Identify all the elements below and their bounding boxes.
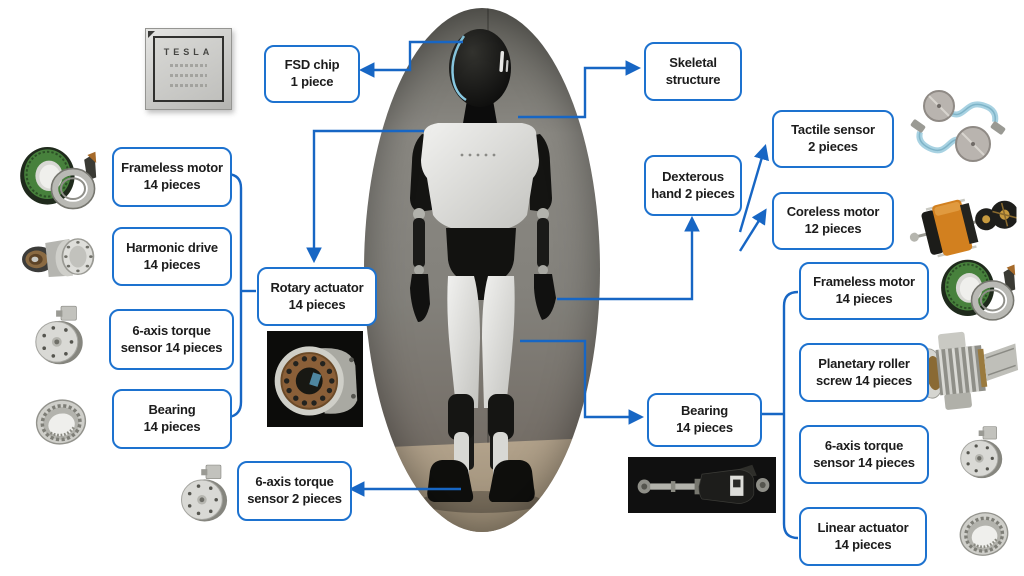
- label-text: Frameless motor 14 pieces: [121, 160, 223, 192]
- chip-inner-frame: TESLA: [153, 36, 224, 102]
- label-box-skeletal-structure: Skeletal structure: [644, 42, 742, 101]
- label-box-coreless-motor: Coreless motor 12 pieces: [772, 192, 894, 250]
- six-axis-torque-sensor-image-left: [24, 302, 98, 372]
- label-box-harmonic-drive: Harmonic drive 14 pieces: [112, 227, 232, 286]
- coreless-motor-image: [900, 176, 1018, 264]
- linear-actuator-image: [628, 457, 776, 513]
- label-text: 6-axis torque sensor 14 pieces: [120, 322, 223, 355]
- label-text: Planetary roller screw 14 pieces: [815, 355, 913, 388]
- label-text: FSD chip 1 piece: [284, 57, 340, 89]
- label-box-rotary-actuator: Rotary actuator 14 pieces: [257, 267, 377, 326]
- chip-code-line: [169, 84, 208, 87]
- label-text: Tactile sensor 2 pieces: [791, 122, 875, 154]
- connector-dexterous-to-tactile: [738, 144, 769, 233]
- label-box-bearing-right: Bearing 14 pieces: [647, 393, 762, 447]
- label-box-six-axis-torque-2: 6-axis torque sensor 2 pieces: [237, 461, 352, 521]
- label-text: Coreless motor 12 pieces: [786, 204, 880, 236]
- bracket-right-components: [782, 290, 799, 540]
- chip-code-line: [169, 64, 208, 67]
- label-text: Frameless motor 14 pieces: [813, 274, 915, 306]
- label-text: Harmonic drive 14 pieces: [126, 239, 218, 272]
- label-text: Rotary actuator 14 pieces: [270, 279, 364, 312]
- tactile-sensor-image: [902, 82, 1014, 174]
- label-text: Bearing 14 pieces: [676, 403, 733, 435]
- harmonic-drive-image: [16, 224, 102, 292]
- bearing-image-right: [946, 500, 1022, 568]
- frameless-motor-image-right: [930, 252, 1024, 330]
- label-box-six-axis-torque-14-right: 6-axis torque sensor 14 pieces: [799, 425, 929, 484]
- label-text: 6-axis torque sensor 14 pieces: [813, 437, 915, 470]
- chip-brand-text: TESLA: [163, 47, 214, 57]
- chip-code-line: [169, 74, 208, 77]
- bearing-image-left: [24, 387, 98, 457]
- chip-notch: [148, 31, 155, 38]
- label-text: Bearing 14 pieces: [143, 402, 201, 434]
- label-box-planetary-roller-screw: Planetary roller screw 14 pieces: [799, 343, 929, 402]
- connector-dexterous-to-coreless: [738, 208, 767, 252]
- six-axis-torque-sensor-image-right: [948, 423, 1018, 485]
- label-box-six-axis-torque-14-left: 6-axis torque sensor 14 pieces: [109, 309, 234, 370]
- label-box-tactile-sensor: Tactile sensor 2 pieces: [772, 110, 894, 168]
- label-text: 6-axis torque sensor 2 pieces: [247, 474, 342, 506]
- label-text: Dexterous hand 2 pieces: [651, 168, 735, 201]
- label-box-dexterous-hand: Dexterous hand 2 pieces: [644, 155, 742, 216]
- label-box-frameless-motor-left: Frameless motor 14 pieces: [112, 147, 232, 207]
- label-box-linear-actuator: Linear actuator 14 pieces: [799, 507, 927, 566]
- label-text: Linear actuator 14 pieces: [817, 519, 909, 552]
- robot-photo-ellipse: [364, 8, 600, 532]
- tesla-fsd-chip-image: TESLA: [145, 28, 232, 110]
- ellipse-vignette: [364, 8, 600, 532]
- bracket-left-components: [227, 172, 243, 419]
- frameless-motor-image-left: [12, 139, 102, 219]
- six-axis-torque-sensor-image-bottom: [172, 458, 240, 532]
- label-box-frameless-motor-right: Frameless motor 14 pieces: [799, 262, 929, 320]
- label-text: Skeletal structure: [665, 54, 721, 87]
- rotary-actuator-image: [267, 331, 363, 427]
- label-box-bearing-left: Bearing 14 pieces: [112, 389, 232, 449]
- label-box-fsd-chip: FSD chip 1 piece: [264, 45, 360, 103]
- humanoid-robot-image: [410, 29, 556, 513]
